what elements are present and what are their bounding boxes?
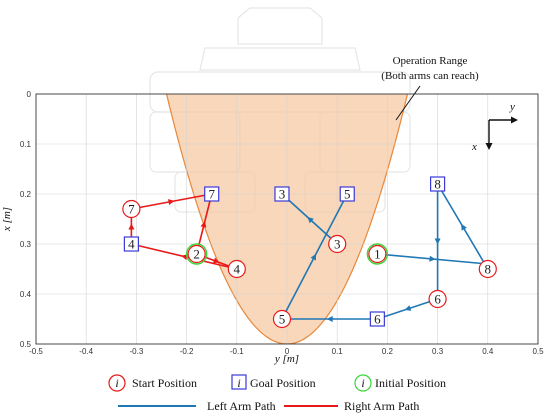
y-axis-label: x [m] (1, 207, 13, 232)
indicator-x-label: x (471, 141, 477, 153)
left-start-marker (328, 234, 347, 254)
right-goal-marker-label: 7 (208, 187, 215, 202)
x-tick-labels: -0.5 -0.4 -0.3 -0.2 -0.1 0 0.1 0.2 0.3 0.4 0.5 (29, 347, 544, 356)
legend: i Start Position i Goal Position i Initi… (108, 374, 446, 413)
left-start-marker (478, 259, 497, 279)
left-start-marker-label: 5 (279, 312, 286, 327)
left-arm-path-segment-arrow (310, 253, 316, 261)
right-initial-marker-label: 2 (193, 247, 200, 262)
left-goal-marker-label: 3 (279, 187, 286, 202)
left-goal-marker (369, 311, 385, 327)
left-start-marker-label: 1 (374, 247, 381, 262)
left-start-marker (428, 289, 447, 309)
legend-goal-marker (231, 374, 247, 390)
right-goal-marker-label: 4 (128, 237, 135, 252)
legend-right-arm-label: Right Arm Path (344, 399, 419, 413)
plot-frame (35, 93, 539, 345)
left-goal-marker (274, 186, 290, 202)
indicator-y-label: y (509, 101, 515, 113)
legend-initial-label: Initial Position (375, 376, 446, 390)
right-arm-path-segment-arrow (200, 221, 207, 228)
position-markers: 3 5 6 8 4 7 1 3 5 6 8 4 7 2 (122, 176, 497, 329)
left-goal-marker-label: 8 (434, 177, 441, 192)
legend-initial-marker (354, 374, 372, 392)
x-tick-label: 0.4 (482, 347, 494, 356)
x-tick-label: -0.3 (130, 347, 144, 356)
x-tick-label: -0.5 (29, 347, 43, 356)
left-arm-path-segment-arrow (326, 316, 333, 322)
y-tick-label: 0.2 (20, 190, 32, 199)
left-goal-marker (339, 186, 355, 202)
left-arm-path-segment-arrow (404, 305, 412, 311)
left-arm-path-segment-arrow (461, 223, 467, 231)
left-start-marker (368, 244, 387, 264)
left-arm-path-segment-arrow (434, 238, 441, 245)
x-tick-label: 0 (285, 347, 290, 356)
x-tick-label: 0.2 (382, 347, 394, 356)
axes-indicator: y x (471, 101, 518, 153)
right-goal-marker (204, 186, 220, 202)
legend-goal-label: Goal Position (250, 376, 316, 390)
operation-range-label-2: (Both arms can reach) (381, 70, 479, 82)
right-arm-path-segment-arrow (212, 257, 220, 264)
y-tick-labels: 0 0.1 0.2 0.3 0.4 0.5 (20, 90, 32, 349)
y-tick-label: 0.1 (20, 140, 32, 149)
left-start-marker (272, 309, 292, 329)
left-arm-path-segment-arrow (307, 217, 314, 224)
legend-initial-symbol: i (361, 376, 364, 390)
x-tick-label: -0.4 (79, 347, 93, 356)
y-tick-label: 0 (27, 90, 32, 99)
right-start-marker (122, 199, 141, 219)
left-start-marker-label: 3 (334, 237, 341, 252)
right-start-marker-label: 4 (234, 262, 241, 277)
x-tick-label: -0.2 (180, 347, 194, 356)
y-tick-label: 0.5 (20, 340, 32, 349)
x-axis-label: y [m] (274, 353, 299, 365)
operation-range-pointer (395, 85, 421, 121)
x-tick-label: 0.3 (432, 347, 444, 356)
right-goal-marker (123, 236, 139, 252)
right-arm-path-segment-arrow (168, 199, 175, 205)
left-start-marker-label: 8 (485, 262, 492, 277)
legend-start-label: Start Position (132, 376, 197, 390)
x-tick-label: -0.1 (230, 347, 244, 356)
left-goal-marker-label: 6 (374, 312, 381, 327)
initial-position-marker (185, 243, 208, 265)
legend-start-symbol: i (115, 376, 118, 390)
operation-range-label-1: Operation Range (393, 55, 468, 67)
left-arm-path-segment-arrow (429, 255, 436, 262)
grid (35, 93, 539, 345)
initial-position-marker (366, 243, 389, 265)
right-arm-path-segment-arrow (128, 223, 135, 230)
y-tick-label: 0.4 (20, 290, 32, 299)
x-tick-label: 0.1 (332, 347, 344, 356)
left-start-marker-label: 6 (434, 292, 441, 307)
right-arm-path-segment-arrow (181, 254, 188, 261)
y-tick-label: 0.3 (20, 240, 32, 249)
legend-goal-symbol: i (237, 376, 240, 390)
right-start-marker (227, 259, 246, 279)
left-goal-marker (430, 176, 446, 192)
legend-left-arm-label: Left Arm Path (207, 399, 276, 413)
left-goal-marker-label: 5 (344, 187, 351, 202)
right-start-marker-label: 7 (128, 202, 135, 217)
right-initial-marker (187, 244, 206, 264)
x-tick-label: 0.5 (532, 347, 544, 356)
legend-start-marker (108, 374, 126, 392)
